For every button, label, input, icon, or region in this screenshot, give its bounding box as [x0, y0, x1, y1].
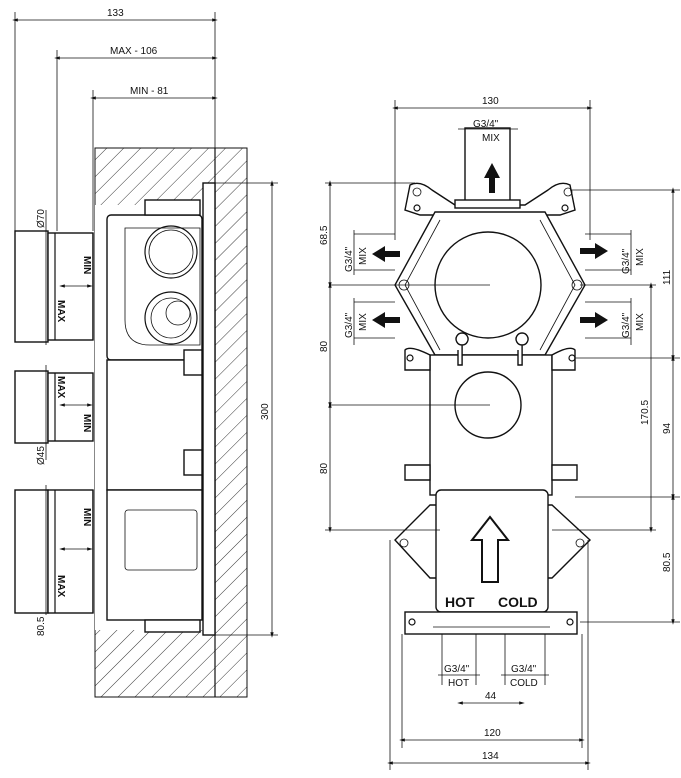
dim-80-5-side: 80.5 [36, 616, 47, 636]
cold-inlet-size: G3/4" [511, 664, 537, 675]
arrow-right-icon [580, 243, 608, 259]
dim-134: 134 [482, 751, 499, 762]
outlet-right-upper: G3/4" MIX [585, 230, 646, 275]
sleeve-mid [14, 370, 94, 444]
outlet-size-label: G3/4" [344, 312, 355, 338]
dim-68-5: 68.5 [319, 225, 330, 245]
upper-port [144, 225, 198, 279]
arrow-right-icon [580, 312, 608, 328]
min-label-bottom: MIN [81, 508, 92, 526]
sleeve-top [14, 230, 94, 343]
dim-111: 111 [662, 269, 673, 285]
max-label-top: MAX [55, 300, 66, 323]
arrow-left-icon [372, 246, 400, 262]
hot-inlet-label: HOT [448, 678, 469, 689]
bottom-frame [404, 611, 578, 635]
hot-label: HOT [445, 594, 475, 610]
min-label-mid: MIN [81, 414, 92, 432]
dim-300: 300 [260, 403, 271, 420]
outlet-mix-label: MIX [635, 248, 646, 266]
lower-port [144, 291, 198, 345]
dim-130: 130 [482, 96, 499, 107]
dim-80-upper: 80 [319, 340, 330, 352]
cold-inlet-label: COLD [510, 678, 538, 689]
outlet-size-label: G3/4" [344, 246, 355, 272]
outlet-mix-label: MIX [358, 313, 369, 331]
outlet-left-lower: G3/4" MIX [344, 298, 395, 345]
dim-44: 44 [485, 691, 497, 702]
sleeve-bottom [14, 489, 94, 614]
front-view: HOT COLD 130 G3/4" MIX G3/4" MIX G3/4" M… [319, 96, 680, 770]
hot-inlet-size: G3/4" [444, 664, 470, 675]
top-outlet-mix: MIX [482, 133, 500, 144]
max-label-mid: MAX [55, 376, 66, 399]
outlet-size-label: G3/4" [621, 248, 632, 274]
side-view: MIN MAX MAX MIN MIN MAX 133 MAX - 106 MI… [12, 8, 278, 698]
arrow-up-outline-icon [469, 515, 511, 583]
top-outlet-size: G3/4" [473, 119, 499, 130]
max-label-bottom: MAX [55, 575, 66, 598]
dia-70: Ø70 [36, 209, 47, 228]
lower-valve-body [106, 489, 203, 621]
min-label-top: MIN [81, 256, 92, 274]
outlet-left-upper: G3/4" MIX [344, 230, 395, 275]
top-outlet [464, 127, 511, 204]
dim-170-5: 170.5 [640, 400, 651, 425]
outlet-mix-label: MIX [358, 247, 369, 265]
arrow-left-icon [372, 312, 400, 328]
dia-45: Ø45 [36, 446, 47, 465]
dim-min-81: MIN - 81 [130, 86, 169, 97]
cold-label: COLD [498, 594, 538, 610]
dim-133: 133 [107, 8, 124, 19]
outlet-right-lower: G3/4" MIX [585, 298, 646, 345]
dim-80-lower: 80 [319, 462, 330, 474]
dim-80-5-front: 80.5 [662, 552, 673, 572]
outlet-mix-label: MIX [635, 313, 646, 331]
dim-94: 94 [662, 422, 673, 434]
outlet-size-label: G3/4" [621, 312, 632, 338]
arrow-up-icon [484, 163, 500, 193]
dim-max-106: MAX - 106 [110, 46, 158, 57]
mounting-plate [202, 182, 216, 636]
dim-120: 120 [484, 728, 501, 739]
